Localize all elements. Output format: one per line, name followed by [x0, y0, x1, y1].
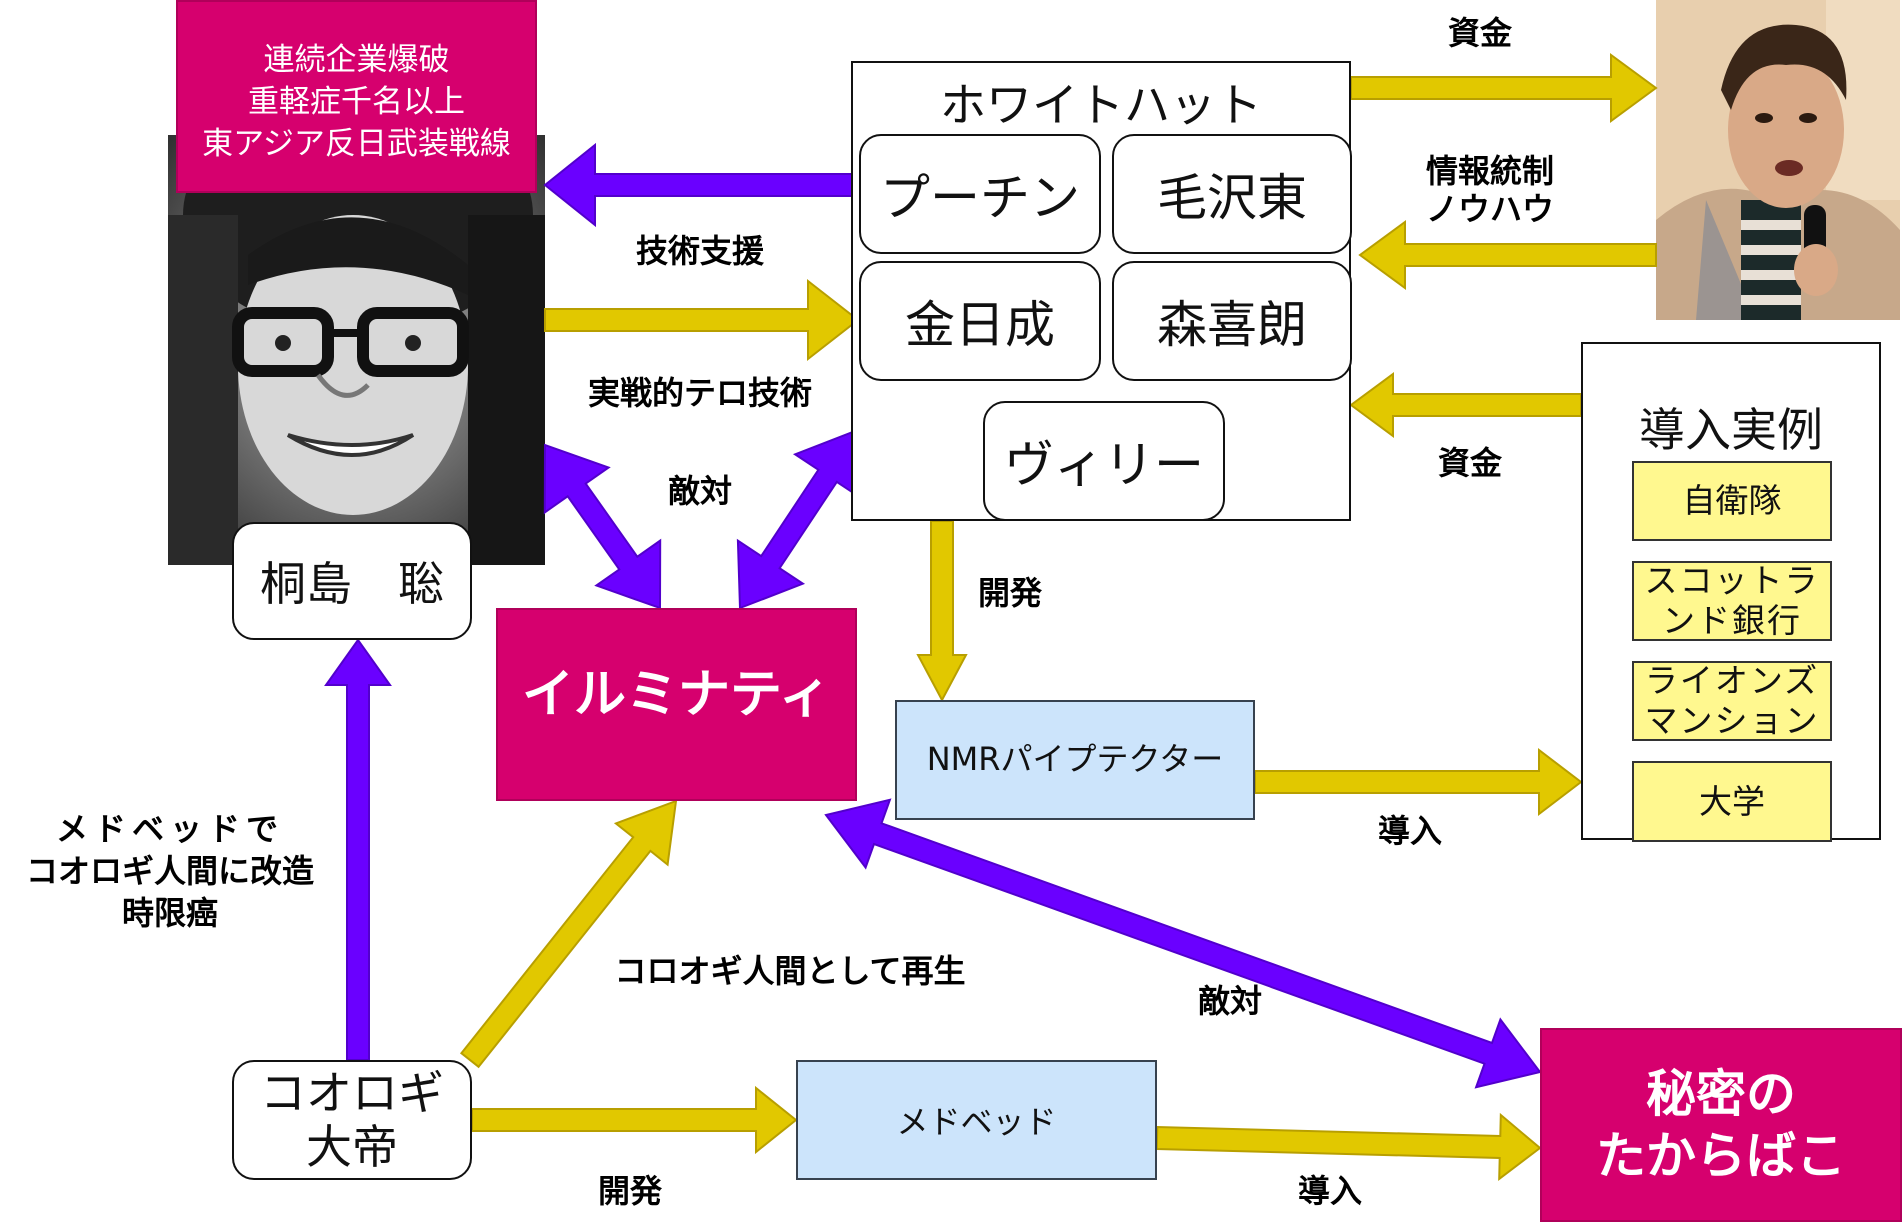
treasure-line: たからばこ: [1596, 1127, 1846, 1185]
case-item: ライオンズマンション: [1632, 661, 1832, 741]
portrait-photo-color-icon: [1656, 0, 1900, 320]
case-studies-title: 導入実例: [1639, 403, 1823, 457]
illuminati-box: イルミナティ: [496, 608, 857, 801]
case-studies-group: 導入実例 自衛隊 スコットランド銀行 ライオンズマンション 大学: [1581, 342, 1881, 842]
illuminati-label: イルミナティ: [522, 665, 831, 725]
edge-label-funding-right: 資金: [1437, 444, 1502, 482]
case-item-label: 自衛隊: [1682, 481, 1782, 520]
kirishima-name: 桐島 聡: [260, 557, 444, 611]
arrow-rebirth: [459, 799, 678, 1069]
arrow-develop-medbed: [471, 1085, 798, 1155]
crimes-box: 連続企業爆破 重軽症千名以上 東アジア反日武装戦線: [176, 0, 537, 193]
member-label: ヴィリー: [1004, 436, 1204, 494]
kirishima-name-box: 桐島 聡: [232, 522, 472, 640]
medbed-modify-line: メドベッドで: [55, 810, 284, 848]
edge-label-hostile-1: 敵対: [667, 472, 732, 510]
edge-label-introduce-medbed: 導入: [1297, 1172, 1362, 1210]
nakai-photo: [1656, 0, 1900, 320]
edge-label-funding-top: 資金: [1447, 14, 1512, 52]
arrow-tech-support: [543, 142, 859, 228]
cricket-emperor-box: コオロギ 大帝: [232, 1060, 472, 1180]
portrait-photo-bw-icon: [168, 135, 545, 565]
edge-label-develop-nmr: 開発: [977, 574, 1042, 612]
white-hat-group: ホワイトハット プーチン 毛沢東 金日成 森喜朗 ヴィリー: [851, 61, 1352, 521]
crimes-line: 重軽症千名以上: [248, 83, 465, 120]
member-kim: 金日成: [859, 261, 1101, 381]
member-mori: 森喜朗: [1112, 261, 1352, 381]
edge-label-introduce-nmr: 導入: [1377, 812, 1442, 850]
case-item: 大学: [1632, 761, 1832, 842]
edge-label-info-control: 情報統制 ノウハウ: [1400, 150, 1580, 230]
cricket-emperor-line: 大帝: [306, 1120, 398, 1174]
crimes-line: 東アジア反日武装戦線: [202, 125, 511, 162]
kirishima-photo: [168, 135, 545, 565]
edge-label-tech-support: 技術支援: [635, 232, 764, 270]
edge-label-rebirth: コロオギ人間として再生: [614, 952, 966, 990]
member-label: 毛沢東: [1157, 169, 1307, 227]
edge-label-medbed-modify: メドベッドで コオロギ人間に改造 時限癌: [0, 808, 340, 934]
arrow-funding-right: [1349, 372, 1582, 438]
white-hat-title: ホワイトハット: [940, 78, 1262, 132]
member-label: プーチン: [880, 169, 1080, 227]
member-label: 金日成: [905, 296, 1055, 354]
treasure-box: 秘密の たからばこ: [1540, 1028, 1902, 1222]
member-label: 森喜朗: [1157, 296, 1307, 354]
edge-label-hostile-2: 敵対: [1197, 982, 1262, 1020]
arrow-practical-terror: [544, 278, 860, 362]
edge-label-develop-medbed: 開発: [597, 1172, 662, 1210]
case-item-label: 大学: [1699, 781, 1765, 821]
member-mao: 毛沢東: [1112, 134, 1352, 254]
treasure-line: 秘密の: [1646, 1065, 1796, 1123]
case-item-label: ライオンズマンション: [1644, 661, 1820, 740]
info-control-line: ノウハウ: [1425, 190, 1554, 228]
medbed-box: メドベッド: [796, 1060, 1157, 1180]
cricket-emperor-line: コオロギ: [260, 1066, 444, 1120]
case-item: 自衛隊: [1632, 461, 1832, 541]
arrow-funding-to-nakai: [1350, 53, 1658, 123]
info-control-line: 情報統制: [1425, 152, 1554, 190]
member-willy: ヴィリー: [983, 401, 1225, 521]
nmr-pipetector-box: NMRパイプテクター: [895, 700, 1255, 820]
arrow-introduce-nmr: [1254, 747, 1583, 817]
edge-label-practical-terror: 実戦的テロ技術: [587, 374, 812, 412]
arrow-hostile-whitehat: [736, 428, 862, 610]
case-item: スコットランド銀行: [1632, 561, 1832, 641]
arrow-info-control: [1358, 220, 1657, 290]
member-putin: プーチン: [859, 134, 1101, 254]
crimes-line: 連続企業爆破: [263, 41, 450, 78]
medbed-modify-line: 時限癌: [121, 894, 218, 932]
medbed-modify-line: コオロギ人間に改造: [25, 852, 314, 890]
case-item-label: スコットランド銀行: [1644, 561, 1820, 640]
nmr-label: NMRパイプテクター: [926, 740, 1224, 778]
medbed-label: メドベッド: [896, 1103, 1057, 1141]
